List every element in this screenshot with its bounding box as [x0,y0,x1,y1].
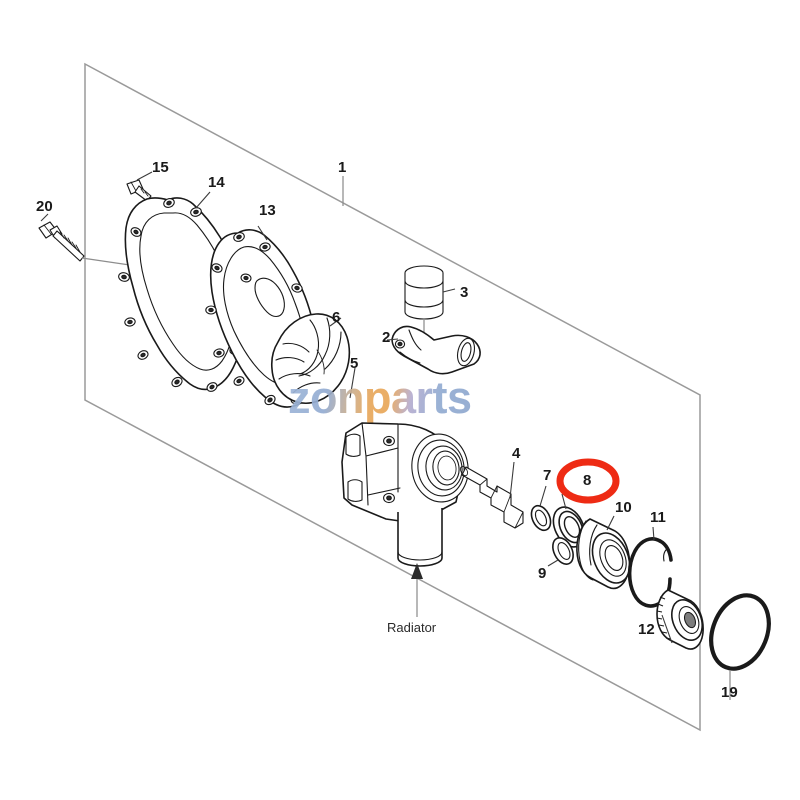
part-3-thermostat [404,265,456,348]
part-12-drive-gear [656,589,704,650]
callout-number-14: 14 [208,174,225,191]
part-5-pump-housing [341,367,469,567]
callout-number-9: 9 [538,565,547,582]
callout-number-13: 13 [259,202,276,219]
part-7-washer [530,485,552,532]
part-19-o-ring [709,593,771,700]
callout-number-11: 11 [650,509,666,526]
callout-number-15: 15 [152,159,169,176]
callout-number-1: 1 [338,159,347,176]
part-4-pump-shaft [460,461,524,529]
radiator-flow-arrow [411,563,423,617]
callout-number-10: 10 [615,499,632,516]
callout-number-3: 3 [460,284,469,301]
callout-number-4: 4 [512,445,521,462]
callout-number-6: 6 [332,309,341,326]
callout-number-12: 12 [638,621,655,638]
callout-number-2: 2 [382,329,391,346]
callout-number-20: 20 [36,198,53,215]
part-9-inner-seal-ring [547,537,574,567]
callout-number-5: 5 [350,355,359,372]
assembly-boundary-parallelogram [84,62,701,732]
watermark-zonparts: zonparts [288,372,472,423]
part-10-bearing [576,515,631,590]
callout-number-8: 8 [583,472,592,489]
part-6-impeller [270,313,351,404]
radiator-label: Radiator [387,620,437,635]
part-2-thermostat-housing [386,325,481,375]
callout-number-19: 19 [721,684,738,701]
callout-number-7: 7 [543,467,552,484]
